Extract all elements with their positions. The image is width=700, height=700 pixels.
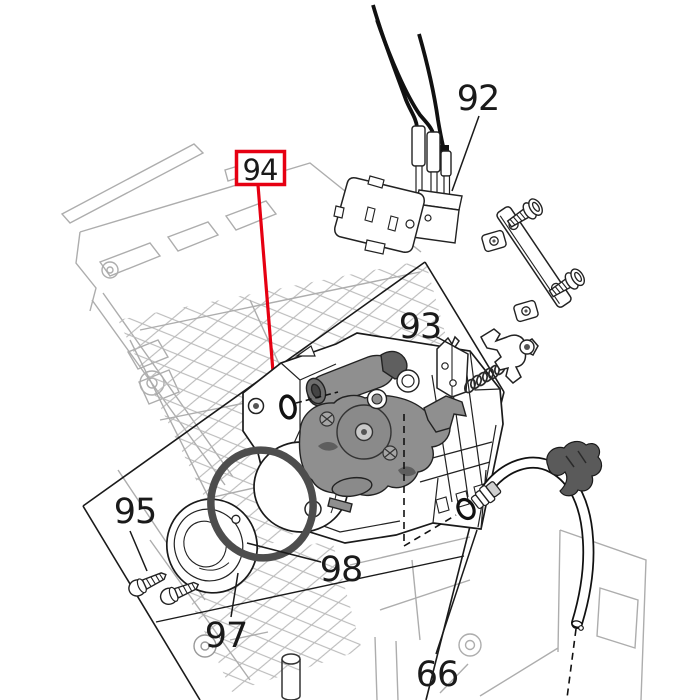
callout-92-label: 92 <box>457 79 500 119</box>
cap-nub <box>231 514 241 524</box>
callout-66-label: 66 <box>416 655 459 695</box>
square-nut-1 <box>480 229 508 253</box>
chassis-left-edge <box>75 231 97 312</box>
pump-shadow-1 <box>318 441 338 451</box>
pump-slot-1 <box>435 496 450 514</box>
square-nut-2 <box>512 299 540 323</box>
chassis-block-2 <box>166 221 220 252</box>
callout-leaders <box>129 115 480 655</box>
wire-3-tab <box>440 145 449 153</box>
terminal-plate-tab-top <box>367 175 385 189</box>
terminal-plate-slot-1 <box>364 206 376 223</box>
tube-clip <box>546 440 603 497</box>
dash-o-marker <box>295 391 339 404</box>
pump-hole-top-left-dot <box>253 403 259 409</box>
boundary-bottom-left-edge <box>82 505 201 700</box>
tube-end-nub <box>578 625 584 631</box>
pump-shadow-2 <box>398 466 416 477</box>
chassis-block-3 <box>224 200 278 231</box>
connector-block-hole <box>424 214 432 222</box>
terminal-plate-tab-bottom <box>364 239 386 255</box>
chassis-top-beam <box>60 143 205 224</box>
callout-98-label: 98 <box>320 550 363 590</box>
chassis-bottom-strips <box>374 636 399 700</box>
callout-97-leader <box>230 572 239 618</box>
terminal-plate-clip <box>333 205 345 219</box>
chassis-hole <box>101 261 119 279</box>
terminal-plate <box>334 177 425 253</box>
wire-connector-92 <box>333 4 463 255</box>
o-ring-98 <box>207 446 317 562</box>
pump-screw-heads <box>319 411 398 461</box>
chassis-right-panel-slot <box>596 587 639 649</box>
dash-pump-down <box>403 414 457 548</box>
callout-97-label: 97 <box>205 616 248 656</box>
wire-3 <box>417 33 446 151</box>
tube-group-66 <box>456 440 603 631</box>
pump-foot <box>331 476 373 498</box>
tube-clip-notches <box>565 450 587 468</box>
tube-body <box>482 458 593 628</box>
pump-cam-pin <box>361 429 367 435</box>
insulator-2 <box>426 131 441 173</box>
sensor-bracket-hole-1 <box>441 362 449 370</box>
pump-o-ring-marker <box>279 394 297 420</box>
chassis-cylinder <box>281 653 301 700</box>
wire-2 <box>375 19 435 134</box>
callout-66-leader <box>435 529 478 655</box>
insulator-1 <box>411 125 426 167</box>
terminal-plate-hole <box>405 219 415 229</box>
callout-93-label: 93 <box>399 307 442 347</box>
tube-o-ring <box>456 497 476 521</box>
chassis-boss-3-hole <box>464 639 476 651</box>
chassis-block-1 <box>98 242 162 277</box>
callout-95-leader <box>129 530 148 572</box>
chassis-front-edge <box>155 555 465 623</box>
chassis-boss-2-hole <box>200 641 210 651</box>
callout-95-label: 95 <box>114 492 157 532</box>
pump-foot-tab <box>327 497 353 513</box>
sensor-group-93 <box>436 328 539 398</box>
pump-cap-97 <box>165 498 259 594</box>
chassis-under-pump <box>349 536 471 641</box>
callout-94-box <box>234 149 287 187</box>
callout-93-leader <box>434 335 460 350</box>
assembly-dash-lines <box>295 391 577 699</box>
tube-fitting <box>470 481 502 510</box>
terminal-plate-slot-2 <box>387 215 399 232</box>
callout-94-label: 94 <box>243 153 278 187</box>
sensor-bracket-hole-2 <box>449 379 457 387</box>
pump-valve-core <box>401 374 415 388</box>
dash-tube-end <box>566 628 577 699</box>
chassis-frame-line-1 <box>139 271 421 331</box>
pump-claw <box>423 395 467 433</box>
chassis-hole-dot <box>106 266 114 274</box>
callout-92-leader <box>451 115 480 192</box>
insulator-3 <box>440 150 452 177</box>
bracket-bar-assembly <box>480 195 588 323</box>
pump-seal-core <box>371 393 383 405</box>
pump-top-tab <box>295 345 316 357</box>
chassis-boss-3 <box>458 633 482 657</box>
callout-94-leader <box>256 184 275 373</box>
chassis-boss-2 <box>193 634 217 658</box>
pump-body-folds <box>270 350 501 533</box>
latch-boss-hole <box>524 344 530 350</box>
boundary-top-right-edge <box>424 261 505 393</box>
chassis-right-panel <box>439 529 647 700</box>
callout-98-leader <box>246 542 322 563</box>
